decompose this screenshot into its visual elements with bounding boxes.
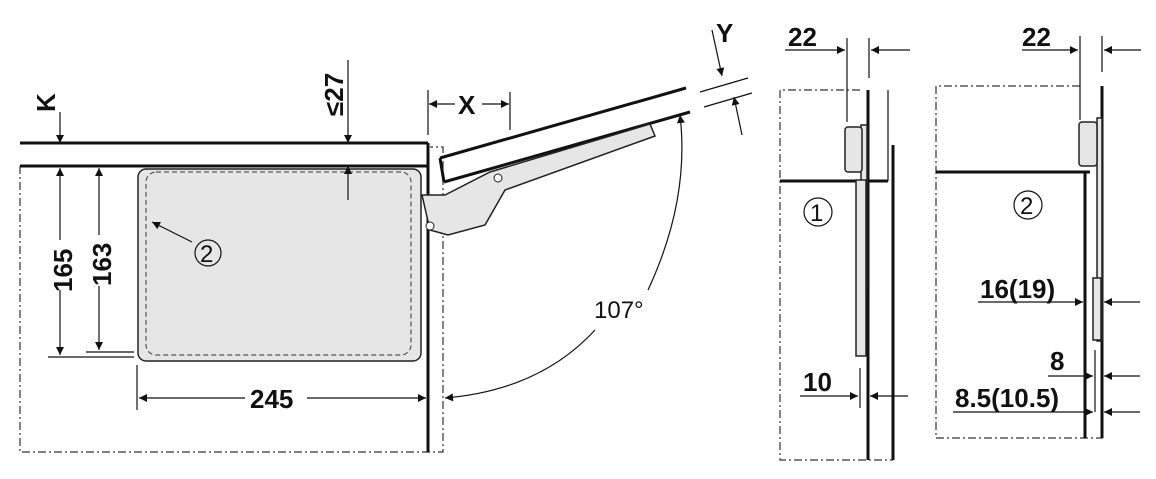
cabinet-outline [19,146,444,453]
detail-1: 22 10 1 [779,22,910,461]
arm-body-2 [1092,277,1102,341]
y-label: Y [716,18,733,48]
angle-arc [444,329,596,402]
k-label: K [31,93,61,112]
callout-1-label: 1 [810,200,823,227]
dim-8-label: 8 [1050,346,1064,376]
callout-2-circle-detail [1013,190,1043,220]
callout-2-label-detail: 2 [1020,193,1033,220]
max-thickness-label: ≤27 [319,73,349,116]
hinge-block-2 [1078,121,1098,167]
y-arrow-bottom [731,96,743,136]
y-arrow-top [711,29,725,77]
dim-top-label-1: 22 [788,22,817,52]
depth-245-label: 245 [250,384,293,414]
detail-2: 22 16(19) 8 8.5(10.5) 2 [935,22,1141,439]
callout-2-label: 2 [200,241,213,268]
cabinet-outline-2 [935,85,1103,439]
callout-2-leader [151,221,193,243]
height-165-label: 165 [48,249,78,292]
pivot-icon [425,221,435,231]
hinge-block-1 [844,126,863,173]
angle-label: 107° [594,297,644,324]
dim-16-label: 16(19) [980,274,1055,304]
arm-plate-2 [1096,117,1103,342]
cabinet-outline-1 [779,89,893,461]
y-extension-line [703,92,753,108]
mechanism-housing [137,168,422,362]
dim-85-label: 8.5(10.5) [955,383,1059,413]
dim-bottom-label-1: 10 [803,367,832,397]
callout-2-circle [194,239,222,267]
arm-body-1 [855,179,867,357]
x-label: X [458,90,476,120]
mechanism-outline-dashed [145,171,412,356]
lift-arm [421,123,656,236]
angle-arc-upper [647,114,685,291]
pivot-icon [493,173,503,183]
callout-1-circle [803,197,833,227]
y-extension-line [699,77,749,93]
side-view: K ≤27 X Y 165 163 245 107° 2 [19,18,753,453]
height-163-label: 163 [87,243,117,286]
dim-top-label-2: 22 [1022,22,1051,52]
